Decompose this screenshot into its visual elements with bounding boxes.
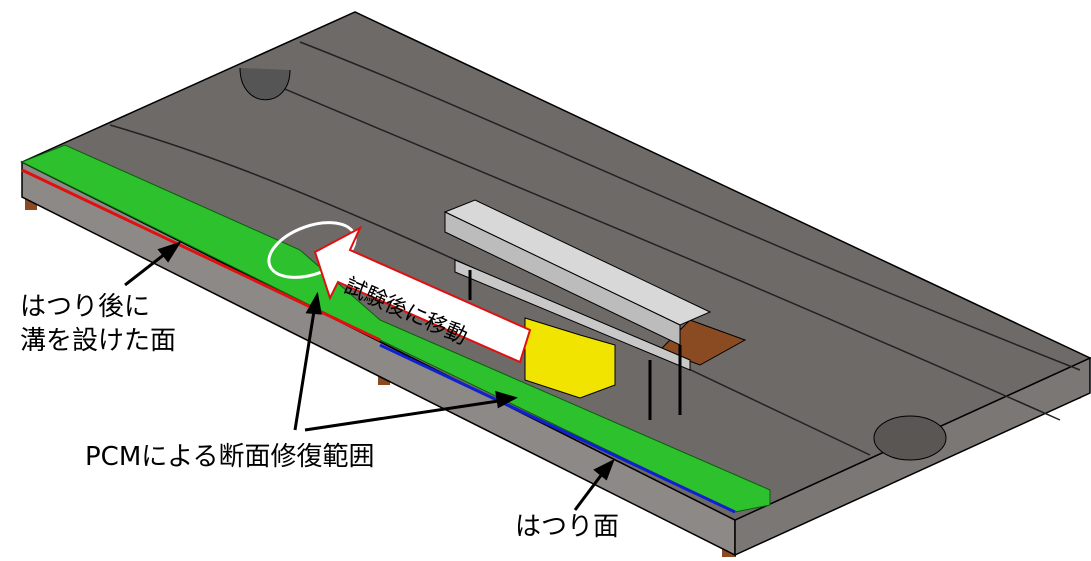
groove-line <box>239 69 1061 421</box>
pointer-arrows <box>124 241 615 511</box>
move-arrow <box>313 225 532 364</box>
yellow-block <box>524 317 616 399</box>
chipped-surface-label: はつり面 <box>515 512 620 542</box>
cutout-hole <box>239 67 291 101</box>
label-line: はつり後に <box>20 292 151 322</box>
pcm-repair-label: PCMによる断面修復範囲 <box>85 442 375 472</box>
groove-line <box>109 124 871 456</box>
cutout-hole <box>873 415 947 461</box>
steel-beam <box>454 259 691 371</box>
label-line: 溝を設けた面 <box>20 326 177 356</box>
groove-line <box>299 41 1081 371</box>
groove-surface-label: はつり後に 溝を設けた面 <box>20 290 176 358</box>
blue-edge <box>379 343 736 514</box>
